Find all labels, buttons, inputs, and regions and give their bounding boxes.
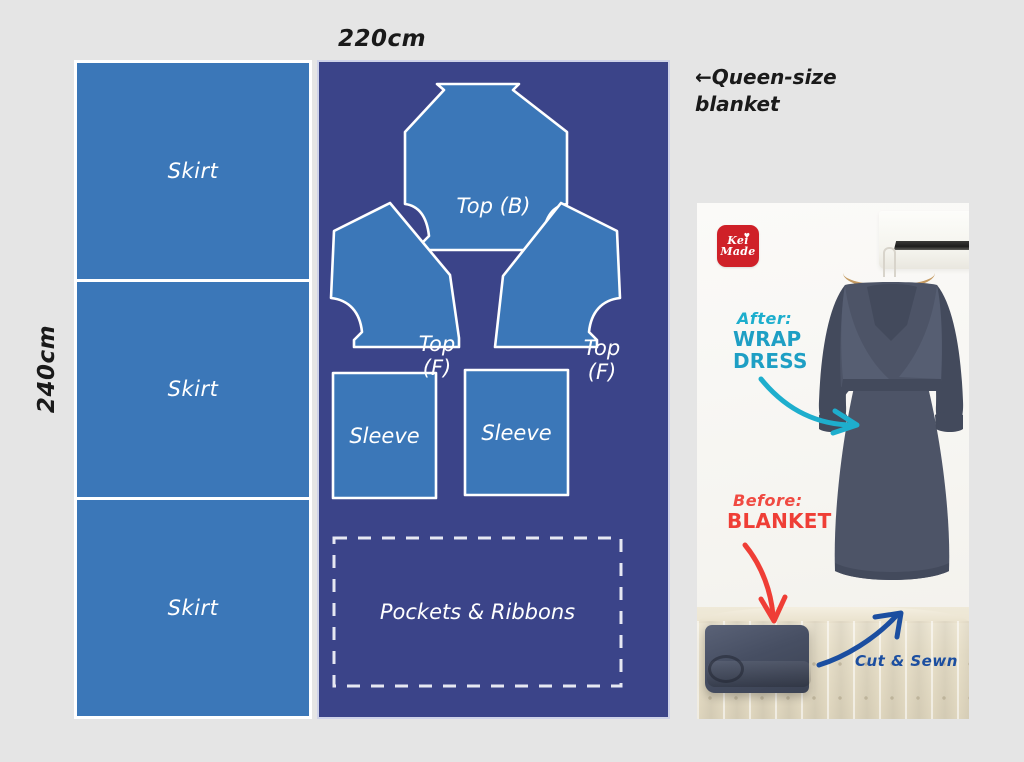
pattern-shape-sleeve-left[interactable]: [331, 371, 438, 500]
pattern-piece-skirt[interactable]: Skirt: [77, 500, 309, 717]
hanger-hook-icon: [883, 247, 896, 277]
piece-label-pockets-ribbons: Pockets & Ribbons: [379, 600, 576, 624]
fabric-cutting-layout: Skirt Skirt Skirt Top (B) Top (F) Top (F…: [74, 60, 670, 719]
pattern-shape-top-front-left[interactable]: [329, 201, 461, 349]
pattern-piece-skirt[interactable]: Skirt: [77, 63, 309, 279]
pattern-shape-sleeve-right[interactable]: [463, 368, 570, 497]
piece-label-top-front-right: Top (F): [583, 336, 621, 385]
piece-label-sleeve-right: Sleeve: [481, 421, 552, 445]
air-conditioner-vent: [893, 241, 969, 250]
queen-size-blanket-annotation: ←Queen-size blanket: [695, 65, 837, 116]
before-arrow-icon: [742, 542, 788, 624]
pattern-piece-skirt[interactable]: Skirt: [77, 281, 309, 498]
before-label-script: Before:: [733, 491, 803, 510]
width-dimension-label: 220cm: [338, 26, 427, 52]
before-after-photo: After: WRAP DRESS Before: BLANKET Cut & …: [697, 203, 969, 719]
piece-label-skirt: Skirt: [167, 158, 219, 183]
pattern-shape-top-front-right[interactable]: [493, 201, 622, 349]
brand-logo-text: Kei Made: [720, 234, 756, 258]
piece-label-skirt: Skirt: [167, 377, 219, 402]
pattern-pieces-group: [329, 82, 623, 688]
cut-and-sewn-label: Cut & Sewn: [855, 652, 958, 670]
cut-and-sewn-arrow-icon: [816, 610, 904, 668]
piece-label-top-front-left: Top (F): [418, 332, 456, 381]
piece-label-top-back: Top (B): [456, 194, 531, 218]
pattern-shape-pockets-ribbons[interactable]: [332, 536, 623, 688]
after-label-script: After:: [737, 309, 793, 328]
after-arrow-icon: [758, 376, 860, 436]
before-label-bold: BLANKET: [727, 509, 832, 533]
after-label-bold: WRAP DRESS: [733, 327, 808, 373]
heart-icon: ♥: [743, 232, 750, 240]
folded-blanket: [705, 625, 811, 693]
height-dimension-label: 240cm: [34, 324, 60, 414]
piece-label-skirt: Skirt: [167, 596, 219, 621]
piece-label-sleeve-left: Sleeve: [349, 424, 420, 448]
wrap-dress-illustration: [818, 282, 964, 580]
skirt-panel-column: Skirt Skirt Skirt: [74, 60, 312, 719]
brand-logo-badge[interactable]: Kei Made ♥: [717, 225, 759, 267]
